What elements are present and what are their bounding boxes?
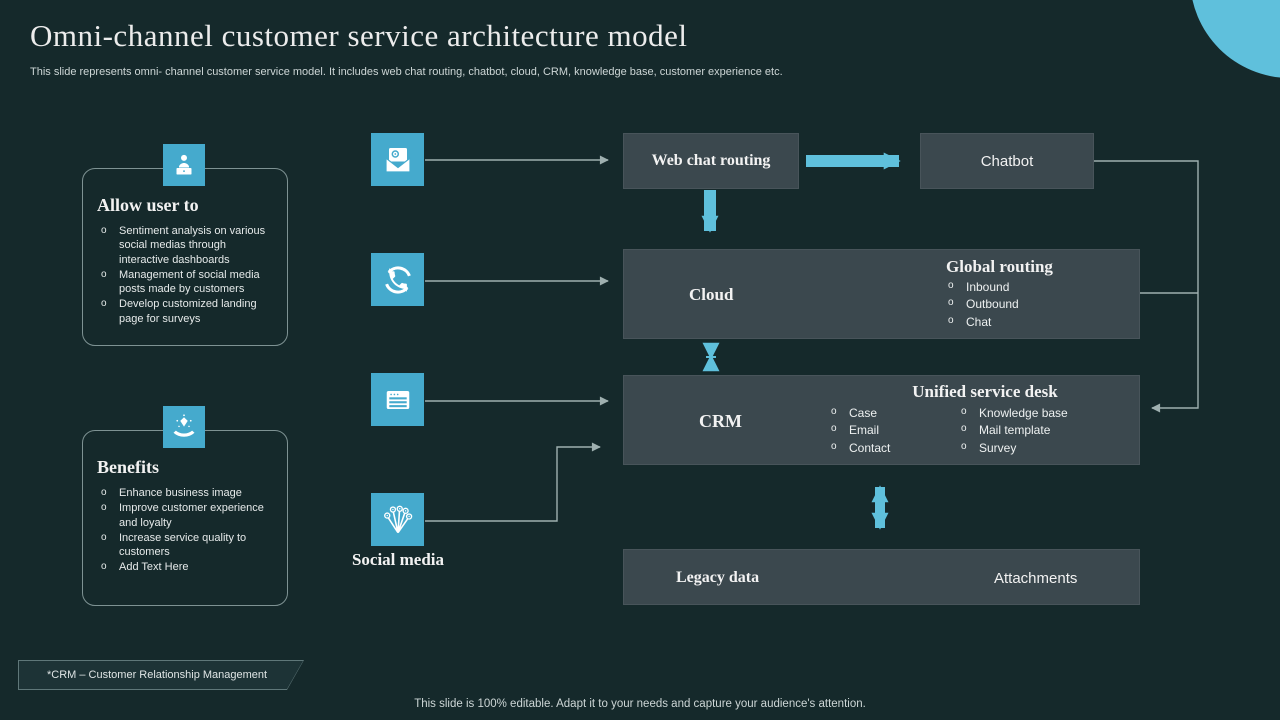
list-item: Improve customer experience and loyalty bbox=[97, 501, 273, 530]
page-subtitle: This slide represents omni- channel cust… bbox=[30, 66, 783, 78]
corner-circle-decoration bbox=[1190, 0, 1280, 78]
web-chat-routing-node: Web chat routing bbox=[623, 133, 799, 189]
benefits-bullets: Enhance business imageImprove customer e… bbox=[97, 486, 273, 575]
social-media-icon bbox=[371, 493, 424, 546]
editable-note: This slide is 100% editable. Adapt it to… bbox=[414, 698, 866, 710]
legacy-data-node: Legacy data Attachments bbox=[623, 549, 1140, 605]
benefits-title: Benefits bbox=[97, 457, 159, 477]
desk-items-col1: CaseEmailContact bbox=[829, 405, 959, 457]
cloud-label: Cloud bbox=[689, 285, 734, 304]
crm-label: CRM bbox=[699, 410, 742, 431]
list-item: Add Text Here bbox=[97, 560, 273, 574]
global-routing-title: Global routing bbox=[946, 257, 1053, 276]
list-item: Mail template bbox=[959, 422, 1127, 439]
list-item: Develop customized landing page for surv… bbox=[97, 297, 273, 326]
list-item: Chat bbox=[946, 314, 1126, 331]
line-social-to-crm bbox=[425, 442, 601, 522]
cloud-node: Cloud Global routing InboundOutboundChat bbox=[623, 249, 1140, 339]
benefits-panel: Benefits Enhance business imageImprove c… bbox=[82, 430, 288, 606]
allow-user-bullets: Sentiment analysis on various social med… bbox=[97, 224, 273, 326]
list-item: Management of social media posts made by… bbox=[97, 268, 273, 297]
email-icon bbox=[371, 133, 424, 186]
attachments-label: Attachments bbox=[994, 569, 1078, 587]
list-item: Increase service quality to customers bbox=[97, 531, 273, 560]
list-item: Knowledge base bbox=[959, 405, 1127, 422]
crm-footnote-ribbon: *CRM – Customer Relationship Management bbox=[18, 660, 304, 690]
unified-service-desk-title: Unified service desk bbox=[912, 382, 1058, 401]
allow-user-title: Allow user to bbox=[97, 195, 199, 215]
user-workstation-icon bbox=[163, 144, 205, 186]
list-item: Case bbox=[829, 405, 959, 422]
crm-node: CRM Unified service desk CaseEmailContac… bbox=[623, 375, 1140, 465]
unified-service-desk-block: Unified service desk CaseEmailContact Kn… bbox=[829, 382, 1141, 457]
global-routing-items: InboundOutboundChat bbox=[946, 279, 1126, 331]
global-routing-block: Global routing InboundOutboundChat bbox=[946, 257, 1126, 331]
social-media-label: Social media bbox=[351, 550, 445, 569]
list-item: Enhance business image bbox=[97, 486, 273, 500]
crm-footnote-text: *CRM – Customer Relationship Management bbox=[19, 661, 303, 689]
call-routing-icon bbox=[371, 253, 424, 306]
list-item: Survey bbox=[959, 440, 1127, 457]
legacy-data-label: Legacy data bbox=[676, 569, 760, 586]
list-item: Contact bbox=[829, 440, 959, 457]
hands-diamond-icon bbox=[163, 406, 205, 448]
chatbot-node: Chatbot bbox=[920, 133, 1094, 189]
list-item: Sentiment analysis on various social med… bbox=[97, 224, 273, 267]
desk-items-col2: Knowledge baseMail templateSurvey bbox=[959, 405, 1127, 457]
list-item: Email bbox=[829, 422, 959, 439]
page-title: Omni-channel customer service architectu… bbox=[30, 18, 688, 53]
list-item: Outbound bbox=[946, 296, 1126, 313]
form-icon bbox=[371, 373, 424, 426]
list-item: Inbound bbox=[946, 279, 1126, 296]
allow-user-panel: Allow user to Sentiment analysis on vari… bbox=[82, 168, 288, 346]
